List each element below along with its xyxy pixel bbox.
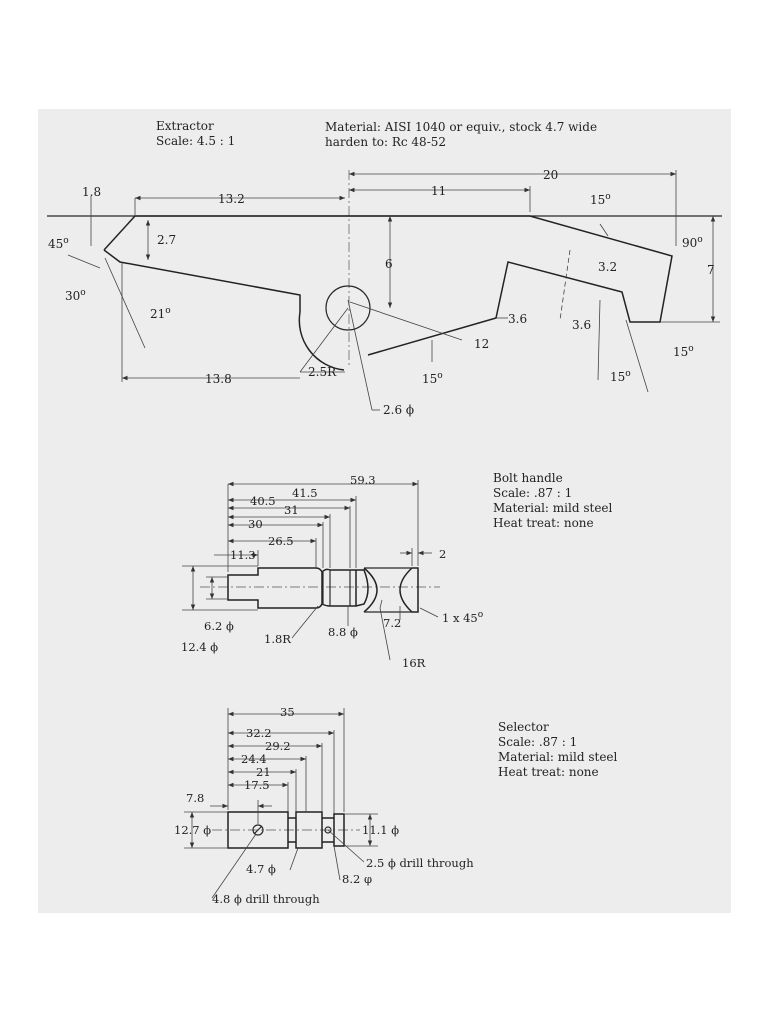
- diameter-6-2: 6.2 ϕ: [204, 619, 234, 633]
- dim-2: 2: [439, 547, 446, 561]
- angle-21: 21o: [150, 306, 171, 321]
- dim-30: 30: [248, 517, 263, 531]
- selector-title: Selector: [498, 720, 549, 734]
- selector-hole-4-8: [252, 824, 264, 836]
- angle-90: 90o: [682, 235, 703, 250]
- extractor-material: Material: AISI 1040 or equiv., stock 4.7…: [325, 120, 597, 134]
- bolt-handle-heat: Heat treat: none: [493, 516, 594, 530]
- extractor-view: Extractor Scale: 4.5 : 1 Material: AISI …: [47, 119, 722, 417]
- dim-29-2: 29.2: [265, 739, 291, 753]
- diameter-4-7: 4.7 ϕ: [246, 862, 276, 876]
- radius-2-5: 2.5R: [308, 365, 337, 379]
- selector-outline: [227, 811, 345, 849]
- extractor-title: Extractor: [156, 119, 214, 133]
- bolt-handle-view: Bolt handle Scale: .87 : 1 Material: mil…: [181, 471, 613, 670]
- drill-4-8: 4.8 ϕ drill through: [212, 892, 320, 906]
- dim-3-6-b: 3.6: [572, 318, 591, 332]
- radius-1-8: 1.8R: [264, 632, 291, 646]
- angle-45: 45o: [48, 236, 69, 251]
- extractor-harden: harden to: Rc 48-52: [325, 135, 446, 149]
- diameter-8-8: 8.8 ϕ: [328, 625, 358, 639]
- dim-20: 20: [543, 168, 558, 182]
- dim-12: 12: [474, 337, 489, 351]
- dim-24-4: 24.4: [241, 752, 267, 766]
- dim-2-7: 2.7: [157, 233, 176, 247]
- extractor-scale: Scale: 4.5 : 1: [156, 134, 235, 148]
- bolt-handle-title: Bolt handle: [493, 471, 563, 485]
- diameter-8-2: 8.2 φ: [342, 872, 372, 886]
- angle-15-top: 15o: [590, 192, 611, 207]
- bolt-handle-outline: [227, 567, 419, 613]
- selector-scale: Scale: .87 : 1: [498, 735, 577, 749]
- dim-13-2: 13.2: [218, 192, 245, 206]
- dim-17-5: 17.5: [244, 778, 270, 792]
- angle-15-bot2: 15o: [610, 369, 631, 384]
- dim-7: 7: [707, 263, 715, 277]
- drawing-sheet: [38, 109, 731, 913]
- dim-1-8: 1.8: [82, 185, 101, 199]
- dim-26-5: 26.5: [268, 534, 294, 548]
- dim-32-2: 32.2: [246, 726, 272, 740]
- drill-2-5: 2.5 ϕ drill through: [366, 856, 474, 870]
- angle-30: 30o: [65, 288, 86, 303]
- dim-6: 6: [385, 257, 393, 271]
- dim-11: 11: [431, 184, 446, 198]
- dim-7-8: 7.8: [186, 791, 204, 805]
- selector-view: Selector Scale: .87 : 1 Material: mild s…: [174, 705, 618, 906]
- radius-16: 16R: [402, 656, 426, 670]
- dim-35: 35: [280, 705, 295, 719]
- dim-13-8: 13.8: [205, 372, 232, 386]
- selector-material: Material: mild steel: [498, 750, 618, 764]
- dim-11-3: 11.3: [230, 548, 256, 562]
- selector-heat: Heat treat: none: [498, 765, 599, 779]
- chamfer-1x45: 1 x 45o: [442, 610, 483, 625]
- selector-hole-2-5: [324, 826, 332, 834]
- extractor-outline: [103, 215, 673, 371]
- dim-40-5: 40.5: [250, 494, 276, 508]
- dim-21: 21: [256, 765, 271, 779]
- dim-3-2: 3.2: [598, 260, 617, 274]
- dim-31: 31: [284, 503, 299, 517]
- angle-15-bot1: 15o: [422, 371, 443, 386]
- dim-7-2: 7.2: [383, 616, 401, 630]
- extractor-hole: [325, 285, 371, 331]
- diameter-12-4: 12.4 ϕ: [181, 640, 218, 654]
- angle-15-right: 15o: [673, 344, 694, 359]
- dim-3-6-a: 3.6: [508, 312, 527, 326]
- bolt-handle-scale: Scale: .87 : 1: [493, 486, 572, 500]
- diameter-12-7: 12.7 ϕ: [174, 823, 211, 837]
- diameter-2-6: 2.6 ϕ: [383, 403, 414, 417]
- dim-41-5: 41.5: [292, 486, 318, 500]
- dim-59-3: 59.3: [350, 473, 376, 487]
- diameter-11-1: 11.1 ϕ: [362, 823, 399, 837]
- bolt-handle-material: Material: mild steel: [493, 501, 613, 515]
